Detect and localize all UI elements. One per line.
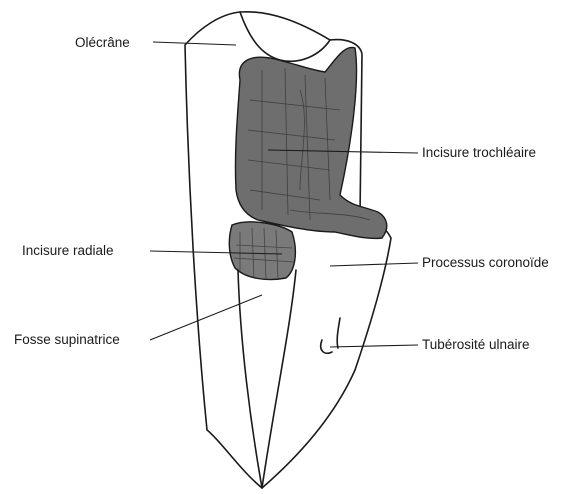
trochlear-notch-surface <box>235 47 386 238</box>
label-incisure-trochleaire: Incisure trochléaire <box>422 145 536 160</box>
label-fosse-supinatrice: Fosse supinatrice <box>14 332 120 347</box>
label-tuberosite-ulnaire: Tubérosité ulnaire <box>422 337 530 352</box>
label-processus-coronoide: Processus coronoïde <box>422 255 549 270</box>
radial-notch-surface <box>229 222 295 280</box>
label-olecrane: Olécrâne <box>75 35 130 50</box>
label-incisure-radiale: Incisure radiale <box>22 243 114 258</box>
